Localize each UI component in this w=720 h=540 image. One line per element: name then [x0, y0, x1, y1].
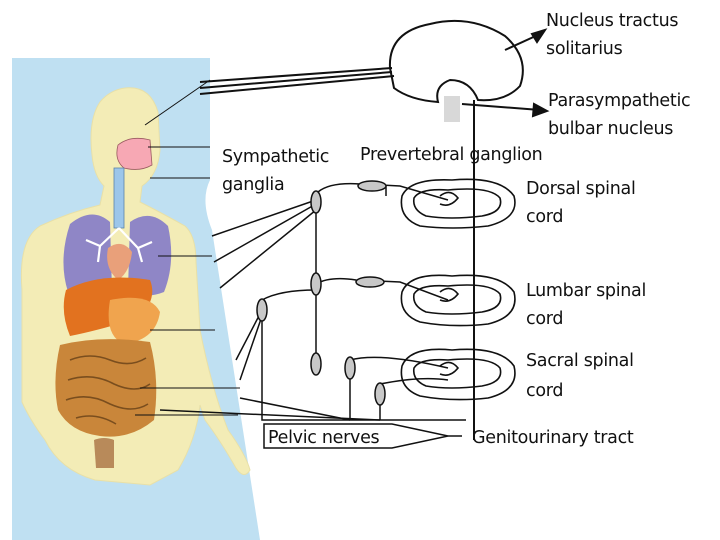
sacral-spinal-cord-section: [400, 348, 516, 401]
label-pelvic-nerves: Pelvic nerves: [268, 428, 380, 448]
prevertebral-ganglion: [357, 180, 387, 192]
brain: [388, 19, 524, 440]
nasal-cavity: [116, 137, 153, 170]
vagus-nerve: [199, 67, 395, 95]
pelvic-nerves-arrow: [263, 423, 462, 449]
label-lumbar-line2: cord: [526, 309, 563, 329]
label-sympathetic-line2: ganglia: [222, 175, 284, 195]
label-nucleus-tractus-line2: solitarius: [546, 39, 623, 59]
ganglion: [310, 190, 322, 214]
ganglion: [256, 298, 268, 322]
brain-arrows: [461, 28, 550, 118]
ganglion: [310, 352, 322, 376]
ganglion: [374, 382, 386, 406]
brain-outline: [388, 19, 524, 104]
bronchi: [85, 227, 153, 263]
bladder: [94, 438, 114, 468]
brainstem: [444, 96, 460, 122]
label-prevertebral-ganglion: Prevertebral ganglion: [360, 145, 542, 165]
label-dorsal-line1: Dorsal spinal: [526, 179, 636, 199]
dorsal-spinal-cord-section: [400, 178, 516, 229]
label-parasympathetic-line2: bulbar nucleus: [548, 119, 673, 139]
trachea: [113, 167, 125, 229]
label-parasympathetic-line1: Parasympathetic: [548, 91, 690, 111]
lumbar-spinal-cord-section: [400, 274, 516, 327]
label-genitourinary-tract: Genitourinary tract: [472, 428, 634, 448]
label-dorsal-line2: cord: [526, 207, 563, 227]
body-panel: [12, 58, 260, 540]
stomach: [108, 297, 160, 344]
ganglia: [256, 180, 387, 406]
heart: [107, 243, 132, 280]
organ-pointer-lines: [135, 79, 240, 416]
label-sacral-line1: Sacral spinal: [526, 351, 634, 371]
label-sympathetic-line1: Sympathetic: [222, 147, 329, 167]
ganglion: [310, 272, 322, 296]
spinal-cord-sections: [400, 178, 516, 401]
right-lung: [128, 215, 172, 296]
liver: [63, 277, 153, 336]
intestine-coils: [65, 355, 151, 425]
label-nucleus-tractus-line1: Nucleus tractus: [546, 11, 678, 31]
sympathetic-chain: [159, 182, 466, 421]
label-sacral-line2: cord: [526, 381, 563, 401]
left-lung: [63, 214, 112, 296]
labels: Nucleus tractus solitarius Parasympathet…: [222, 11, 691, 448]
ganglion: [344, 356, 356, 380]
label-lumbar-line1: Lumbar spinal: [526, 281, 646, 301]
prevertebral-ganglion: [355, 276, 385, 288]
